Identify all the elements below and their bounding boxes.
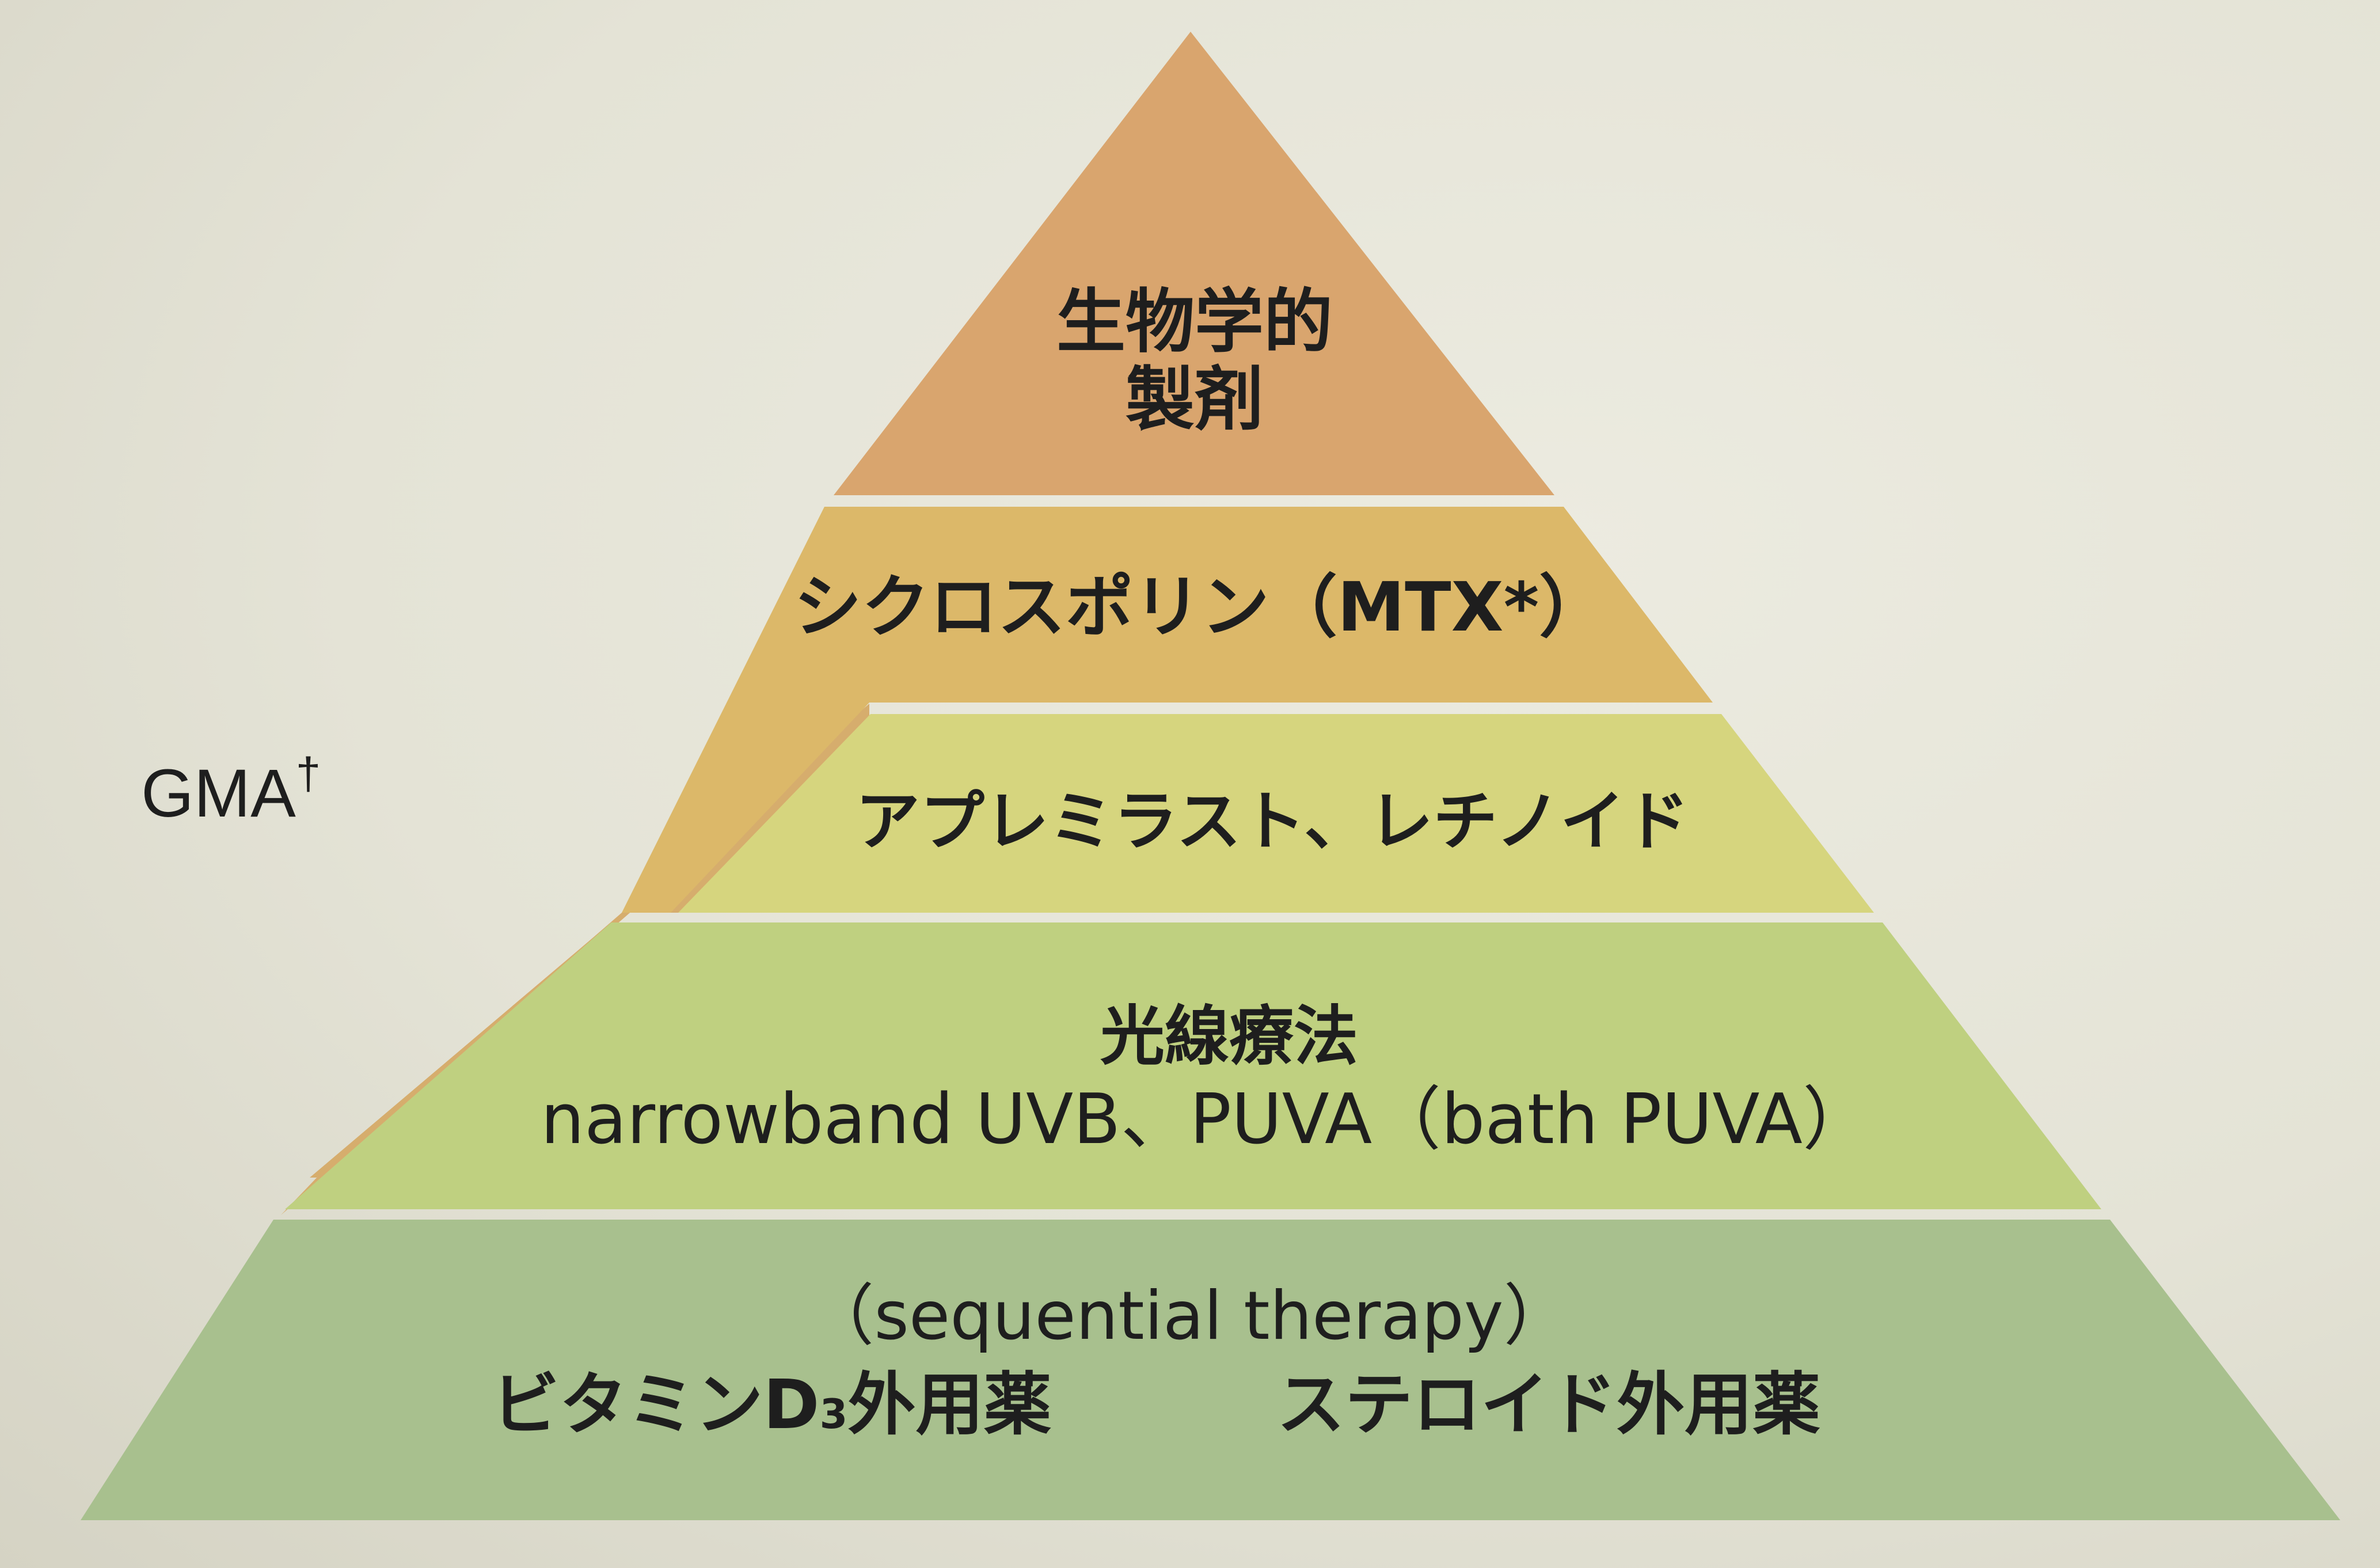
tier-base-right: ステロイド外用薬 (1277, 1365, 1820, 1444)
tier-third-shape (678, 714, 1874, 913)
tier-top-line2: 製剤 (1126, 360, 1264, 440)
gma-label: GMA† (141, 748, 321, 832)
tier-second-label: シクロスポリン（MTX*） (794, 567, 1607, 647)
tier-base-left-suffix: 外用薬 (847, 1365, 1051, 1444)
tier-top-line1: 生物学的 (1056, 282, 1333, 362)
tier-base-left-prefix: ビタミンD (492, 1365, 820, 1444)
tier-third-label: アプレミラスト、レチノイド (856, 784, 1689, 859)
tier-fourth-line2: narrowband UVB、PUVA（bath PUVA） (541, 1080, 1872, 1160)
tier-base-left-subscript: 3 (820, 1391, 848, 1438)
tier-fourth-line1: 光線療法 (1100, 999, 1358, 1074)
tier-top-shape (834, 32, 1554, 495)
gma-label-text: GMA (141, 755, 296, 832)
tier-base-line1: （sequential therapy） (807, 1277, 1570, 1355)
tier-fourth-shape (285, 922, 2101, 1209)
gma-dagger-mark: † (296, 748, 321, 799)
tier-base-left: ビタミンD3外用薬 (492, 1365, 1052, 1444)
tier-second-shape (622, 507, 1713, 913)
tier-base-shape (81, 1220, 2340, 1520)
